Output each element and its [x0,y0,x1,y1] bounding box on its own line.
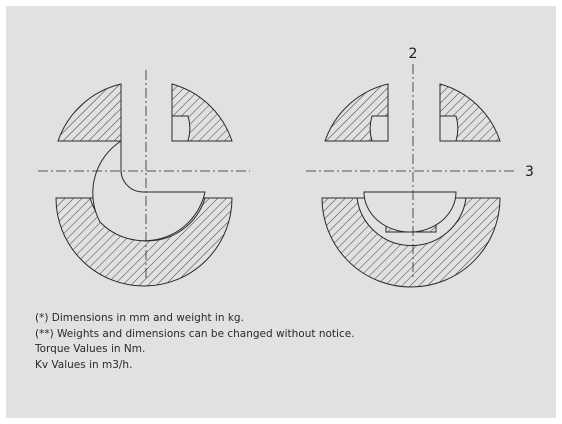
right-view-inner-window-right [439,115,459,142]
note-change-without-notice: (**) Weights and dimensions can be chang… [35,327,355,340]
left-section-view [38,70,250,287]
notes-block: (*) Dimensions in mm and weight in kg. (… [35,311,355,373]
right-view-ball [363,191,457,233]
note-kv-units: Kv Values in m3/h. [35,358,133,371]
note-dimensions-units: (*) Dimensions in mm and weight in kg. [35,312,244,324]
right-view-lower-body [321,197,501,288]
callout-label-3: 3 [525,164,534,180]
callout-label-2: 2 [409,46,418,62]
right-view-inner-window-left [369,115,389,142]
right-section-view [306,64,517,288]
note-torque-units: Torque Values in Nm. [35,343,146,355]
left-view-upper-left-body [57,83,122,142]
left-view-inner-window [171,115,191,142]
left-view-ball [92,140,206,242]
